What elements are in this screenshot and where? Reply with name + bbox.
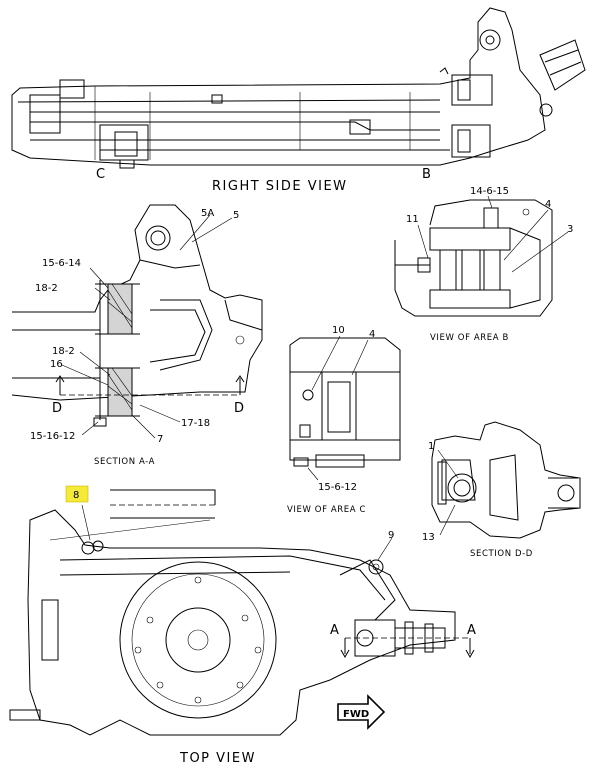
right-side-view-title: RIGHT SIDE VIEW: [212, 179, 348, 194]
callout-a-right: A: [467, 623, 477, 638]
callout-10: 10: [332, 325, 345, 336]
callout-13: 13: [422, 532, 435, 543]
callout-3: 3: [567, 224, 573, 235]
fwd-label: FWD: [343, 709, 369, 720]
callout-7: 7: [157, 434, 163, 445]
callout-1: 1: [428, 441, 434, 452]
callout-8-highlight: [65, 485, 89, 503]
callout-16: 16: [50, 359, 63, 370]
callout-c: C: [96, 167, 107, 182]
callout-d-left: D: [52, 401, 64, 416]
callout-18-2-upper: 18-2: [35, 283, 58, 294]
callout-4-area-b: 4: [545, 199, 551, 210]
callout-b: B: [422, 167, 432, 182]
callout-a-left: A: [330, 623, 340, 638]
view-of-area-b: 14-6-15 11 4 3 VIEW OF AREA B: [394, 186, 573, 343]
right-side-view: C B RIGHT SIDE VIEW: [11, 7, 586, 194]
callout-11: 11: [406, 214, 419, 225]
fwd-arrow-icon: [337, 694, 386, 730]
callout-8: 8: [73, 490, 79, 501]
callout-15-6-12: 15-6-12: [318, 482, 357, 493]
callout-15-16-12: 15-16-12: [30, 431, 75, 442]
view-of-area-c: 10 4 15-6-12 VIEW OF AREA C: [287, 325, 401, 515]
callout-4-area-c: 4: [369, 329, 375, 340]
callout-18-2-lower: 18-2: [52, 346, 75, 357]
callout-5: 5: [233, 210, 239, 221]
top-view-title: TOP VIEW: [179, 751, 256, 766]
callout-d-right: D: [234, 401, 246, 416]
top-view: 8 9 A A FWD TOP VIEW: [9, 485, 477, 766]
view-of-area-c-title: VIEW OF AREA C: [287, 505, 366, 515]
section-d-d-title: SECTION D-D: [470, 549, 533, 559]
callout-14-6-15: 14-6-15: [470, 186, 509, 197]
view-of-area-b-title: VIEW OF AREA B: [430, 333, 509, 343]
section-a-a: 5A 5 15-6-14 18-2 18-2 16 D D 15-16-12 1…: [11, 204, 263, 467]
callout-15-6-14: 15-6-14: [42, 258, 81, 269]
callout-9: 9: [388, 530, 394, 541]
callout-5a: 5A: [201, 208, 214, 219]
callout-17-18: 17-18: [181, 418, 210, 429]
section-a-a-title: SECTION A-A: [94, 457, 155, 467]
section-d-d: 1 13 SECTION D-D: [422, 421, 581, 559]
